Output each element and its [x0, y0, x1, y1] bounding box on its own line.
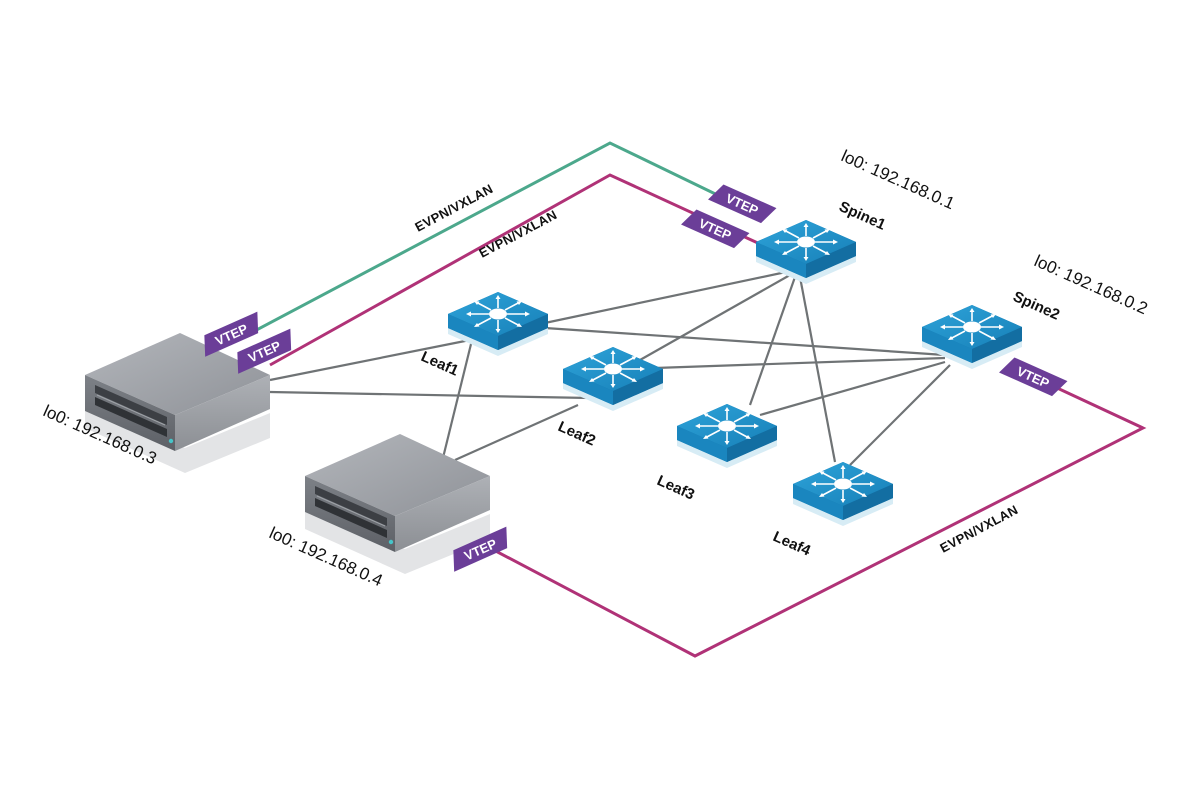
leaf4-switch — [792, 461, 894, 527]
switch-icon — [447, 291, 549, 357]
tunnel-magenta-bottom — [489, 378, 1147, 658]
spine1-label: Spine1 — [836, 198, 888, 234]
tunnel-label-magenta-top: EVPN/VXLAN — [476, 207, 559, 261]
switch-icon — [921, 304, 1023, 370]
leaf1-label: Leaf1 — [418, 348, 461, 379]
leaf2-label: Leaf2 — [555, 418, 598, 449]
leaf1-switch — [447, 291, 549, 357]
spine2-switch — [921, 304, 1023, 370]
spine2-label: Spine2 — [1010, 288, 1062, 324]
fabric-links — [269, 270, 951, 471]
leaf4-label: Leaf4 — [770, 528, 813, 560]
tunnel-green — [229, 141, 766, 346]
switch-icon — [792, 461, 894, 527]
vtep-badge-spine2: VTEP — [999, 357, 1068, 397]
vtep-badge-spine1-green: VTEP — [708, 184, 777, 224]
leaf3-label: Leaf3 — [654, 472, 697, 503]
